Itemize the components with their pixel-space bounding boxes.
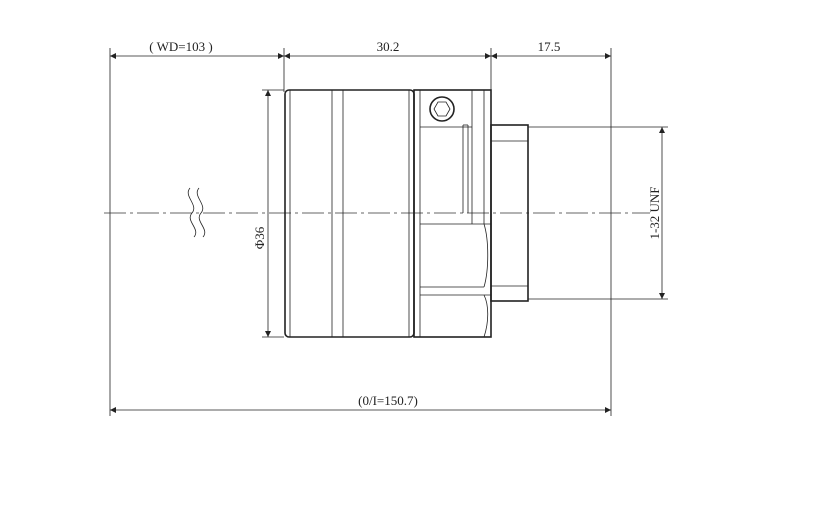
lens-body	[284, 89, 415, 338]
working-distance-label: ( WD=103 )	[149, 39, 212, 54]
set-screw	[429, 96, 455, 122]
diameter-label: Φ36	[252, 226, 267, 249]
mount-thread-label: 1-32 UNF	[647, 186, 662, 239]
body-length-label: 30.2	[377, 39, 400, 54]
total-length-label: (0/I=150.7)	[358, 393, 418, 408]
break-symbol	[187, 187, 206, 238]
mount-thread	[490, 124, 529, 302]
dimension-lines	[110, 53, 665, 413]
clamp-ring	[413, 89, 492, 338]
mount-length-label: 17.5	[538, 39, 561, 54]
extension-lines	[109, 48, 668, 416]
